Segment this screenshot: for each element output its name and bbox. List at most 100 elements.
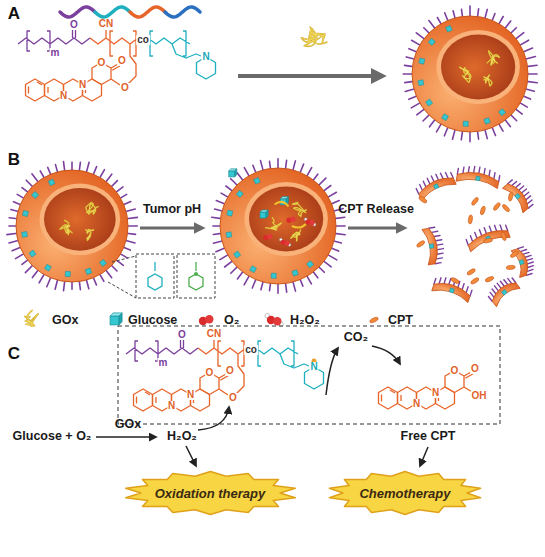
reaction-arrows — [420, 447, 428, 466]
legend-icons — [369, 316, 379, 323]
vesicle — [22, 232, 28, 238]
vesicle — [16, 170, 128, 282]
vesicle-fragments — [512, 278, 516, 283]
vesicle-fragments — [429, 227, 435, 228]
vesicle — [292, 270, 298, 276]
vesicle-fragments — [431, 176, 434, 181]
starburst-shape — [329, 472, 480, 515]
atom-label: O — [228, 393, 238, 403]
atom-label: O — [205, 368, 215, 378]
panel-letter: C — [8, 345, 20, 364]
polymer-strand — [130, 7, 165, 17]
therapy-label: Chemotherapy — [359, 486, 450, 501]
vesicle-fragments — [522, 189, 527, 193]
vesicle-fragments — [432, 279, 472, 302]
step-label: Tumor pH — [143, 203, 201, 217]
vesicle — [419, 58, 425, 64]
vesicle — [47, 277, 51, 287]
atom-label: O — [120, 83, 130, 93]
polymer-structure — [126, 340, 324, 395]
vesicle-fragments — [434, 184, 439, 189]
protonation-inset — [154, 262, 155, 271]
polymer-strand — [60, 7, 200, 17]
legend-text: Glucose — [128, 313, 177, 327]
vesicle — [291, 230, 301, 242]
panel-letter: A — [8, 5, 20, 24]
vesicle-fragments — [422, 227, 440, 265]
vesicle-fragments — [444, 278, 446, 284]
panel-letter: B — [8, 151, 20, 170]
vesicle — [250, 266, 257, 273]
vesicle-fragments — [474, 167, 475, 173]
vesicle — [254, 177, 261, 184]
step-label: GOx — [115, 418, 141, 432]
protonation-inset — [177, 254, 215, 298]
vesicle-fragments — [489, 170, 490, 176]
vesicle-fragments — [418, 195, 428, 203]
vesicle — [403, 6, 537, 142]
vesicle-fragments — [528, 266, 534, 268]
protonation-inset — [195, 262, 196, 271]
vesicle — [436, 30, 520, 104]
atom-label: N — [167, 401, 176, 411]
vesicle-fragments — [476, 176, 481, 181]
vesicle-fragments — [508, 180, 513, 184]
vesicle — [229, 171, 235, 177]
vesicle — [44, 188, 116, 251]
therapy-starburst: Oxidation therapy — [155, 486, 266, 501]
vesicle-fragments — [485, 276, 495, 283]
vesicle-fragments — [502, 290, 508, 296]
vesicle — [292, 202, 306, 216]
vesicle — [309, 220, 314, 225]
vesicle-fragments — [497, 283, 501, 288]
therapy-starburst: Oxidation therapy — [122, 470, 299, 516]
vesicle — [227, 210, 233, 216]
atom-label: N — [186, 390, 195, 400]
vesicle-fragments — [423, 181, 426, 186]
vesicle-fragments — [436, 174, 439, 179]
vesicle — [267, 234, 272, 239]
vesicle-fragments — [457, 168, 458, 174]
vesicle — [487, 51, 500, 65]
vesicle-fragments — [436, 240, 442, 241]
vesicle — [85, 268, 91, 274]
step-label: CPT Release — [338, 203, 414, 217]
vesicle-fragments — [467, 226, 511, 252]
vesicle-fragments — [417, 173, 457, 200]
atom-label: m — [50, 48, 61, 58]
vesicle-fragments — [519, 186, 524, 190]
step-label: H₂O₂ — [167, 430, 197, 444]
vesicle-fragments — [466, 287, 468, 293]
vesicle-fragments — [466, 240, 468, 246]
process-arrow — [348, 227, 404, 230]
gox-icon — [301, 27, 327, 46]
polymer-strand — [165, 7, 200, 17]
vesicle-fragments — [492, 289, 496, 294]
legend-icons — [119, 313, 122, 325]
vesicle — [60, 220, 73, 234]
vesicle — [271, 273, 276, 278]
vesicle-fragments — [465, 220, 511, 251]
vesicle-fragments — [470, 277, 480, 285]
therapy-label: Oxidation therapy — [155, 486, 266, 501]
vesicle — [86, 162, 89, 173]
vesicle-fragments — [432, 231, 438, 232]
vesicle — [412, 16, 528, 132]
gox-icon — [301, 27, 327, 46]
vesicle — [275, 202, 289, 207]
vesicle-fragments — [485, 274, 520, 307]
vesicle-fragments — [516, 184, 521, 188]
vesicle — [291, 230, 301, 242]
vesicle-fragments — [510, 250, 520, 258]
vesicle — [487, 51, 500, 65]
vesicle-fragments — [437, 244, 443, 245]
vesicle — [484, 75, 492, 86]
vesicle-fragments — [435, 263, 441, 264]
protonation-inset — [194, 272, 198, 276]
vesicle-fragments — [519, 260, 524, 265]
vesicle — [442, 114, 449, 121]
vesicle-fragments — [488, 297, 492, 302]
vesicle — [212, 159, 345, 293]
vesicle — [86, 203, 99, 215]
